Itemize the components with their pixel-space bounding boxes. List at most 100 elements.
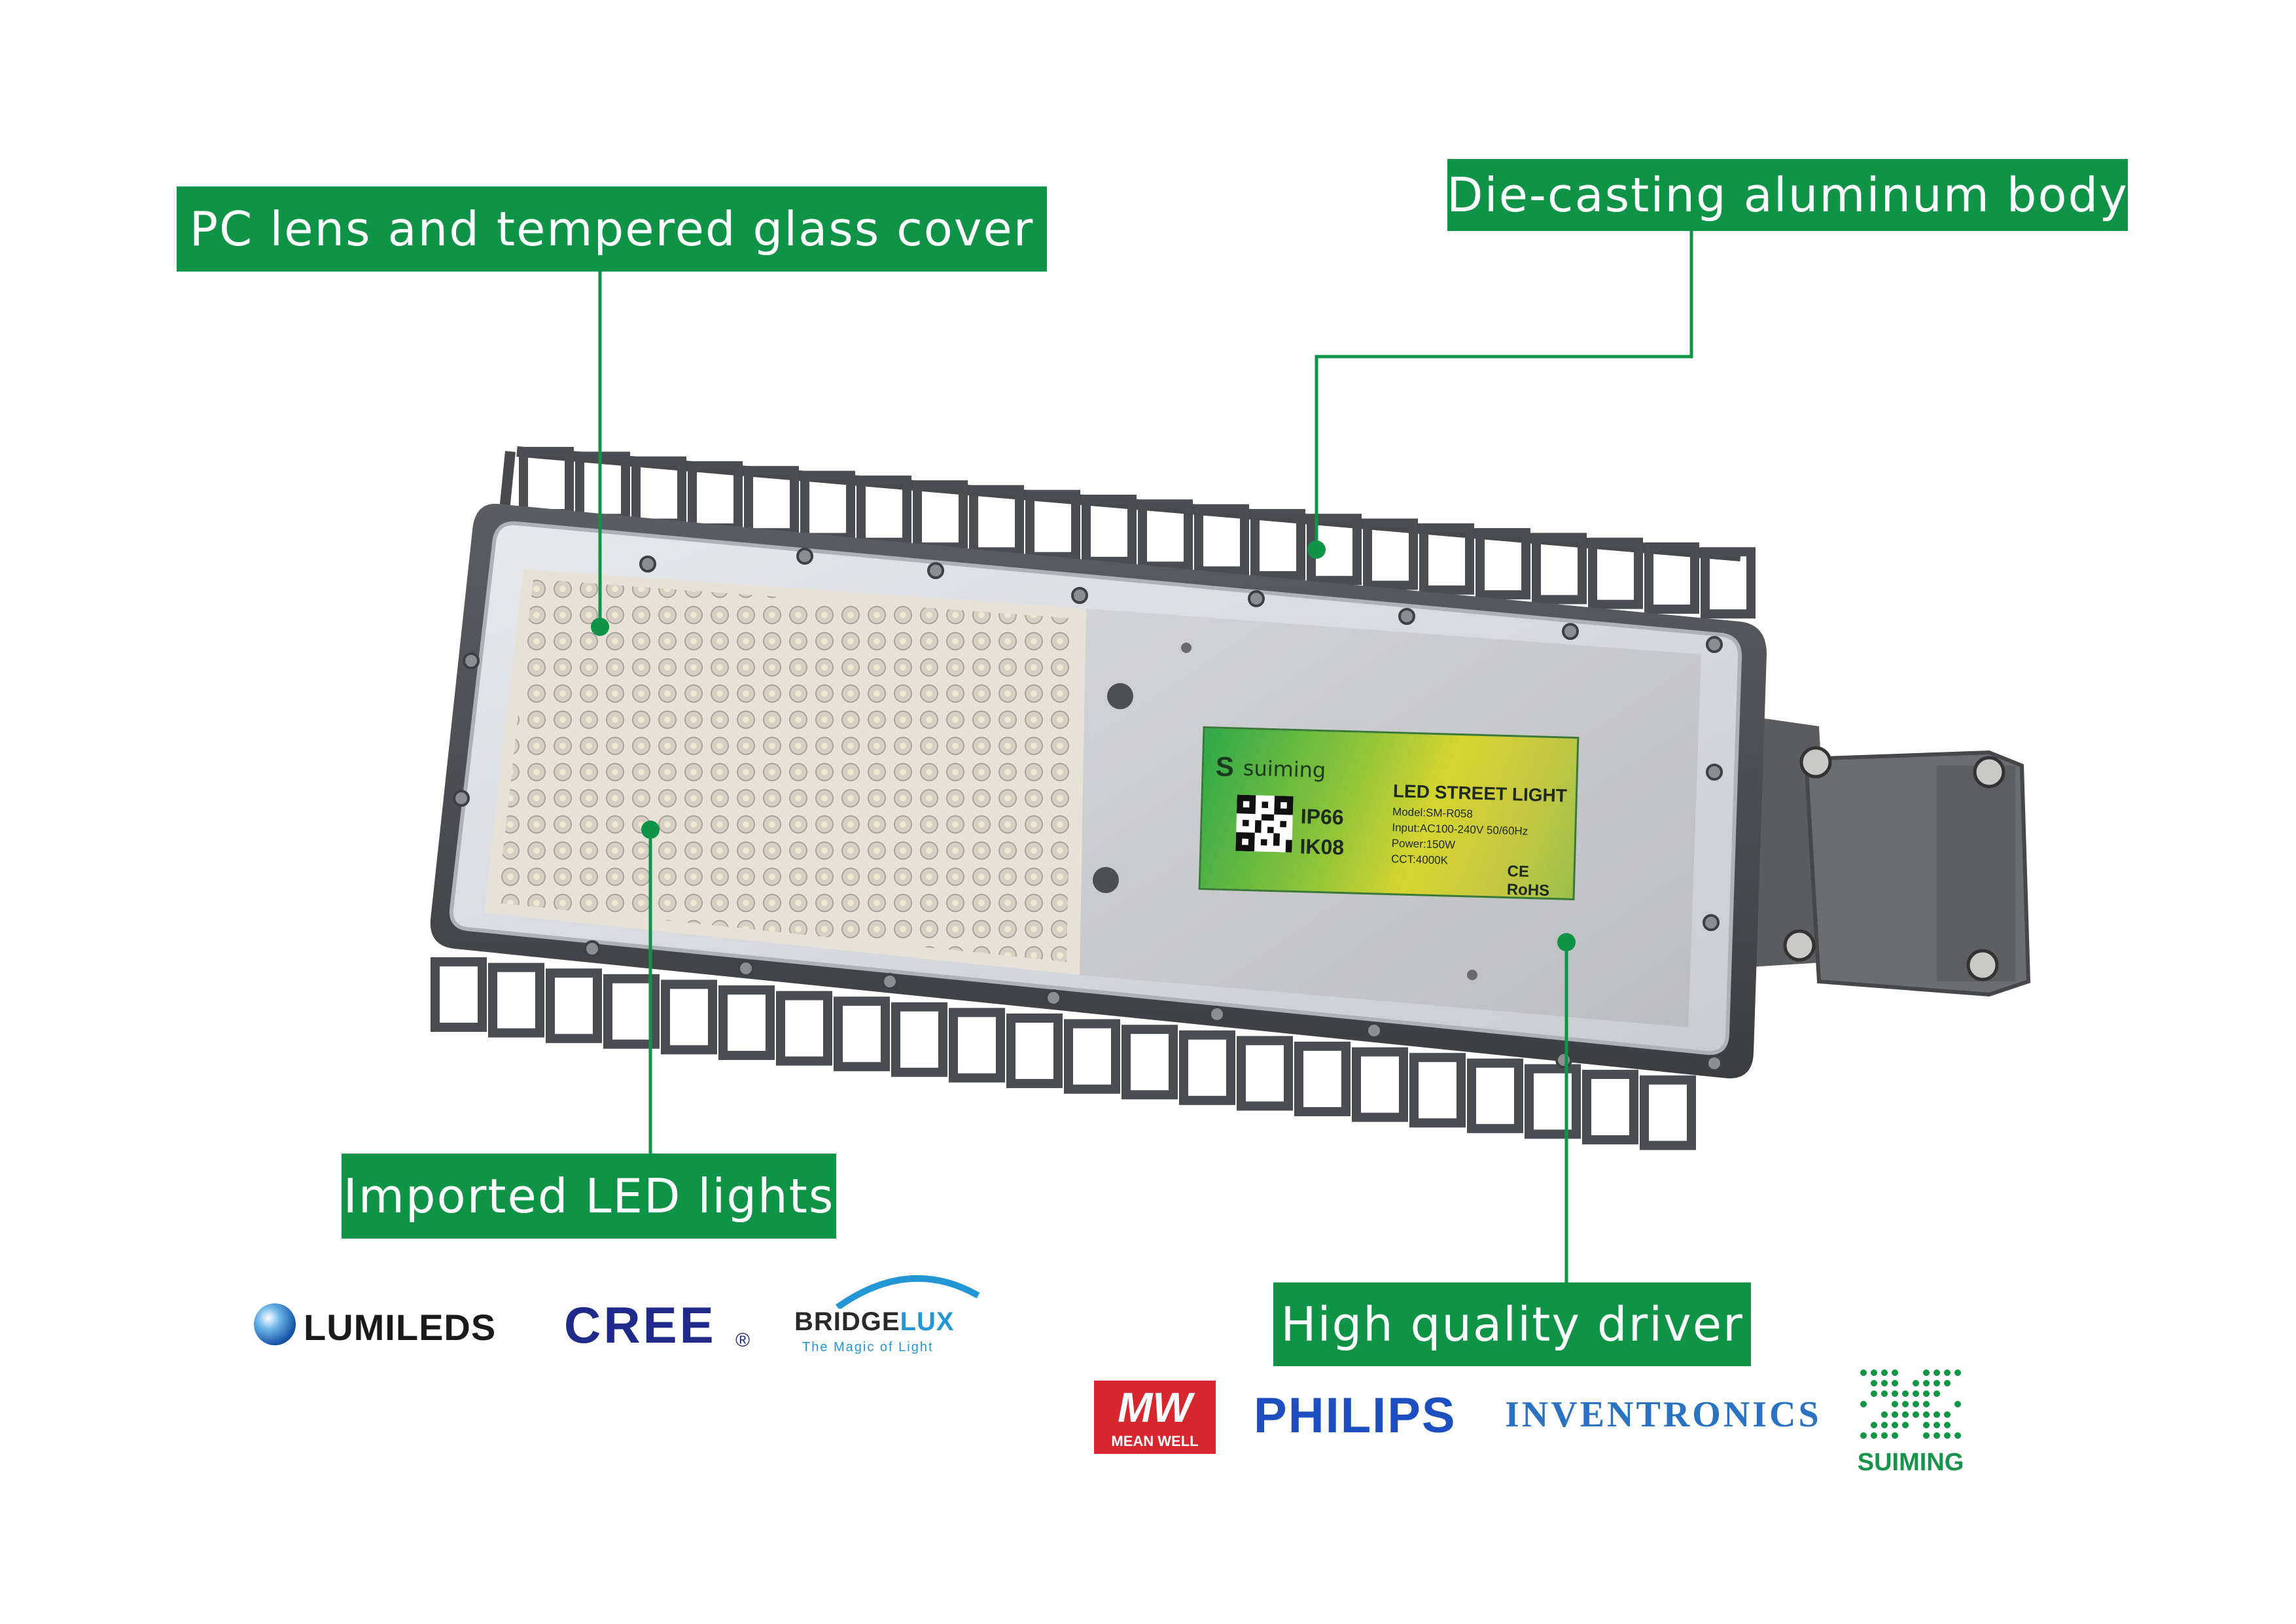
suiming-dot [1892, 1432, 1898, 1439]
nameplate-ik-rating: IK08 [1299, 834, 1345, 860]
suiming-dot [1881, 1422, 1888, 1428]
heat-sink-fin [519, 447, 574, 518]
suiming-dot [1954, 1401, 1961, 1407]
heat-sink-fin [575, 451, 630, 523]
heat-sink-fin [1467, 1058, 1523, 1133]
suiming-dot [1913, 1411, 1919, 1418]
led-array [497, 579, 1073, 962]
cree-registered-mark: ® [735, 1330, 751, 1351]
suiming-dot [1871, 1380, 1877, 1386]
heat-sink-fin [431, 957, 487, 1032]
suiming-dot [1860, 1401, 1867, 1407]
nameplate-brand-mark: S [1215, 750, 1235, 783]
suiming-dot [1871, 1422, 1877, 1428]
suiming-dot [1913, 1401, 1919, 1407]
heat-sink-fin [1701, 547, 1756, 619]
heat-sink-fin [744, 466, 799, 538]
screw [1562, 623, 1579, 640]
suiming-dot [1944, 1432, 1951, 1439]
screw [1398, 608, 1415, 625]
heat-sink-fin [1064, 1019, 1120, 1094]
heat-sink-fin [891, 1002, 947, 1077]
heat-sink-fin [1582, 1070, 1638, 1144]
screw [1071, 587, 1088, 604]
screw [463, 652, 480, 669]
screw [1706, 764, 1723, 781]
suiming-dot [1892, 1401, 1898, 1407]
callout-led-lights: Imported LED lights [342, 1154, 836, 1239]
suiming-logo: SUIMING [1845, 1368, 1976, 1479]
suiming-dot [1934, 1422, 1940, 1428]
suiming-dot [1944, 1369, 1951, 1376]
inventronics-logo: INVENTRONICS [1505, 1394, 1822, 1435]
meanwell-logo: MW MEAN WELL [1094, 1381, 1216, 1454]
suiming-dot [1944, 1422, 1951, 1428]
suiming-dot [1860, 1432, 1867, 1439]
suiming-dot [1881, 1369, 1888, 1376]
screw [1703, 914, 1720, 931]
suiming-dot [1934, 1411, 1940, 1418]
callout-driver: High quality driver [1273, 1282, 1751, 1366]
suiming-dot [1871, 1369, 1877, 1376]
heat-sink-fin [1194, 504, 1249, 576]
glass-cover-screws [453, 548, 1723, 1072]
heat-sink-fin [1237, 1036, 1293, 1111]
screw [737, 960, 754, 977]
suiming-dot [1902, 1401, 1909, 1407]
heat-sink-fin [718, 985, 775, 1060]
heat-sink-fin [546, 968, 602, 1044]
suiming-dot [1923, 1369, 1930, 1376]
heat-sink-fin [488, 962, 544, 1038]
suiming-dot [1923, 1422, 1930, 1428]
suiming-dot [1923, 1401, 1930, 1407]
suiming-dot [1913, 1390, 1919, 1397]
heat-sink-fin [949, 1008, 1005, 1083]
screw [1366, 1022, 1383, 1039]
nameplate-model: Model:SM-R058 [1392, 805, 1474, 821]
suiming-dot [1860, 1369, 1867, 1376]
screw [1555, 1051, 1572, 1068]
screw [796, 548, 813, 565]
suiming-dot [1934, 1380, 1940, 1386]
nameplate-certifications: CE RoHS [1506, 862, 1550, 900]
heat-sink-fin [1138, 499, 1193, 571]
screw [453, 790, 470, 807]
heat-sink-fin-grid-bottom [431, 957, 1696, 1150]
callout-aluminum-body: Die-casting aluminum body [1447, 159, 2128, 231]
suiming-dot [1923, 1390, 1930, 1397]
nameplate-cct: CCT:4000K [1390, 853, 1449, 867]
suiming-dot [1881, 1432, 1888, 1439]
suiming-dot [1892, 1422, 1898, 1428]
heat-sink-fin [1179, 1030, 1235, 1105]
screw [639, 556, 656, 573]
screw [1706, 636, 1723, 653]
meanwell-mark: MW [1118, 1384, 1192, 1431]
heat-sink-fin [1294, 1042, 1351, 1116]
screw [584, 940, 601, 957]
suiming-dot [1892, 1369, 1898, 1376]
suiming-dot [1902, 1411, 1909, 1418]
lumileds-logo: LUMILEDS [249, 1296, 523, 1354]
suiming-dot [1892, 1390, 1898, 1397]
screw [927, 562, 944, 579]
cree-logo-text: CREE [564, 1296, 716, 1354]
heat-sink-fin [1640, 1075, 1696, 1150]
bridgelux-logo-text-a: BRIDGE [794, 1307, 900, 1336]
heat-sink-fin [661, 980, 717, 1055]
qr-code-icon [1235, 794, 1294, 853]
screw [1209, 1006, 1226, 1023]
heat-sink-fin [1250, 508, 1305, 580]
philips-logo: PHILIPS [1254, 1388, 1457, 1443]
heat-sink-fin [1006, 1014, 1063, 1088]
heat-sink-fin [1352, 1047, 1408, 1122]
bridgelux-arc-icon [836, 1275, 980, 1309]
suiming-dot [1923, 1411, 1930, 1418]
bridgelux-logo-text-b: LUX [900, 1307, 955, 1336]
suiming-dot [1881, 1411, 1888, 1418]
nameplate-power: Power:150W [1391, 837, 1456, 851]
suiming-dot [1944, 1411, 1951, 1418]
suiming-dots-icon [1860, 1369, 1961, 1439]
suiming-dot [1944, 1380, 1951, 1386]
heat-sink-fin [1409, 1053, 1466, 1128]
